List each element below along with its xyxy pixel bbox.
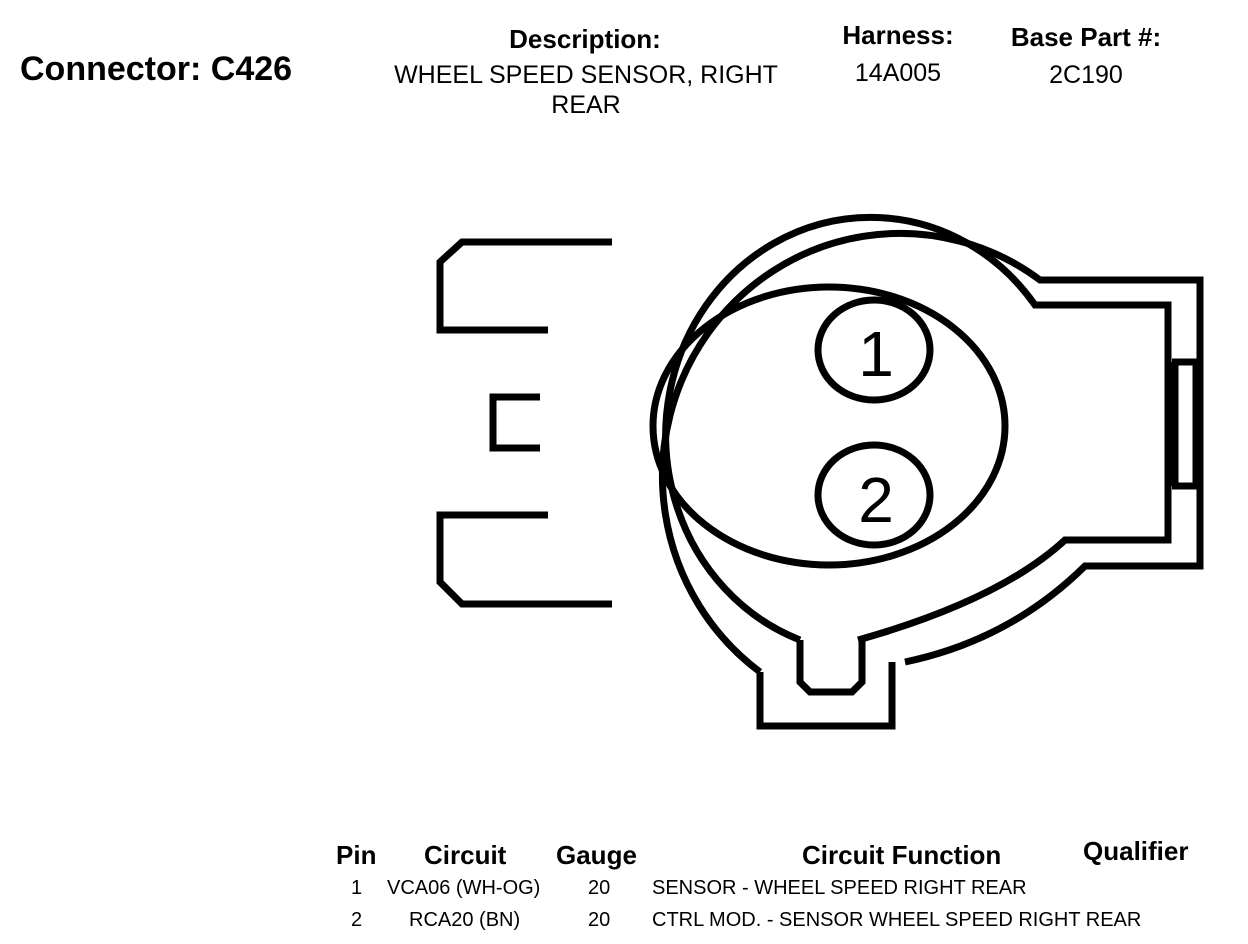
row-pin: 1 (351, 877, 363, 899)
pin-label-2: 2 (858, 464, 894, 536)
connector-id: C426 (210, 50, 293, 88)
harness-value: 14A005 (854, 59, 942, 87)
pin-header: Pin (336, 840, 377, 870)
keyway-notch (796, 640, 866, 696)
base-part-value: 2C190 (1049, 61, 1123, 89)
row-pin: 2 (351, 909, 363, 931)
qualifier-header: Qualifier (1083, 836, 1189, 866)
circuit-function-header: Circuit Function (802, 840, 1002, 870)
lower-latch (436, 511, 612, 608)
outer-housing (658, 229, 1204, 730)
inner-housing (662, 213, 1172, 644)
pin-label-1: 1 (858, 318, 894, 390)
description-value: WHEEL SPEED SENSOR, RIGHT REAR (394, 61, 778, 119)
pin-circle-1 (814, 296, 934, 404)
base-part-label: Base Part #: (1010, 22, 1162, 52)
row-gauge: 20 (588, 877, 611, 899)
row-function: SENSOR - WHEEL SPEED RIGHT REAR (652, 877, 1027, 899)
row-function: CTRL MOD. - SENSOR WHEEL SPEED RIGHT REA… (652, 909, 1142, 931)
gauge-header: Gauge (556, 840, 637, 870)
connector-title: Connector: C426 (20, 50, 292, 89)
left-tab (489, 393, 540, 452)
pin-cavity (649, 283, 1009, 569)
row-circuit: RCA20 (BN) (409, 909, 521, 931)
pin-circle-2 (814, 441, 934, 549)
row-circuit: VCA06 (WH-OG) (387, 877, 541, 899)
upper-latch (436, 238, 612, 334)
row-gauge: 20 (588, 909, 611, 931)
right-key (1172, 358, 1200, 490)
connector-label: Connector: (20, 50, 202, 88)
circuit-header: Circuit (424, 840, 507, 870)
description-label: Description: (509, 24, 661, 54)
harness-label: Harness: (842, 20, 954, 50)
